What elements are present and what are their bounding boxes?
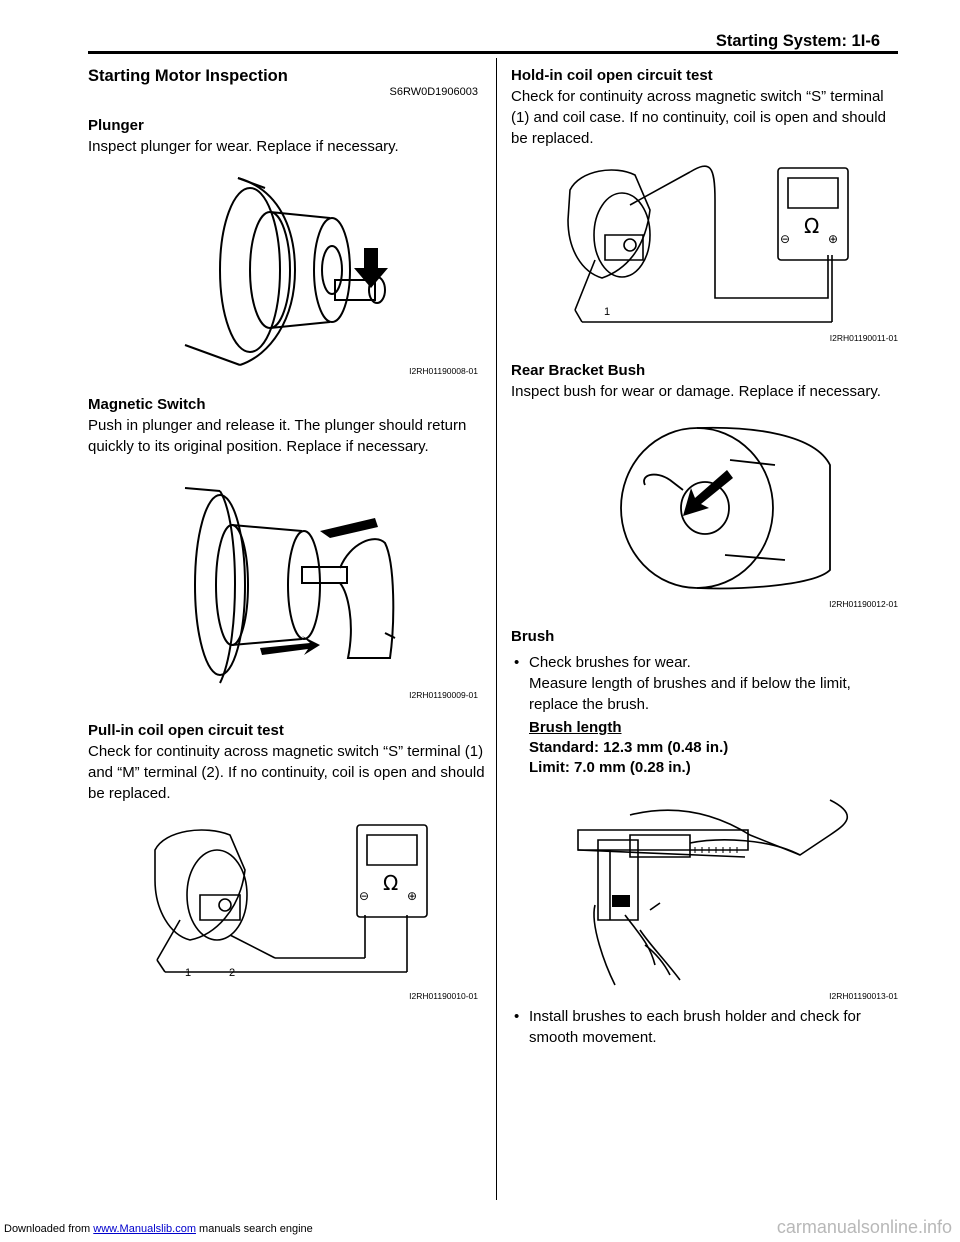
plunger-text: Inspect plunger for wear. Replace if nec… — [88, 138, 399, 155]
plunger-figure — [180, 170, 388, 370]
pull-in-plus-terminal: ⊕ — [407, 889, 417, 903]
brush-bullet-1-line2: Measure length of brushes and if below t… — [529, 675, 851, 713]
hold-in-heading: Hold-in coil open circuit test — [511, 67, 713, 84]
magnetic-switch-figure-caption: I2RH01190009-01 — [409, 690, 478, 700]
hold-in-text: Check for continuity across magnetic swi… — [511, 88, 886, 147]
pull-in-callout-1: 1 — [185, 967, 191, 979]
magnetic-switch-figure — [180, 483, 440, 688]
section-code: S6RW0D1906003 — [389, 86, 478, 98]
column-divider — [496, 58, 497, 1200]
brush-figure — [570, 795, 870, 995]
hold-in-minus-terminal: ⊖ — [780, 232, 790, 246]
pull-in-ohm-symbol: Ω — [383, 871, 398, 895]
page-header-title: Starting System: 1I-6 — [715, 32, 880, 50]
pull-in-text: Check for continuity across magnetic swi… — [88, 743, 485, 802]
footer-manualslib-link[interactable]: www.Manualslib.com — [93, 1223, 196, 1235]
rear-bracket-figure — [615, 420, 845, 595]
footer-suffix: manuals search engine — [195, 1223, 313, 1235]
plunger-heading: Plunger — [88, 117, 144, 134]
hold-in-callout-1: 1 — [604, 306, 610, 318]
brush-spec-title: Brush length — [529, 719, 622, 736]
brush-spec-limit: Limit: 7.0 mm (0.28 in.) — [529, 759, 691, 776]
brush-figure-caption: I2RH01190013-01 — [829, 991, 898, 1001]
hold-in-figure-caption: I2RH01190011-01 — [829, 333, 898, 343]
brush-bullet-2: Install brushes to each brush holder and… — [529, 1008, 861, 1046]
pull-in-figure-caption: I2RH01190010-01 — [409, 991, 478, 1001]
pull-in-callout-2: 2 — [229, 967, 235, 979]
bullet-mark-2: • — [514, 1008, 520, 1025]
brush-heading: Brush — [511, 628, 555, 645]
header-rule — [88, 51, 898, 54]
magnetic-switch-heading: Magnetic Switch — [88, 396, 206, 413]
footer-download-notice: Downloaded from www.Manualslib.com manua… — [4, 1223, 313, 1235]
magnetic-switch-text: Push in plunger and release it. The plun… — [88, 417, 467, 455]
rear-bracket-text: Inspect bush for wear or damage. Replace… — [511, 383, 881, 400]
footer-watermark: carmanualsonline.info — [776, 1217, 952, 1237]
pull-in-minus-terminal: ⊖ — [359, 889, 369, 903]
rear-bracket-figure-caption: I2RH01190012-01 — [829, 599, 898, 609]
bullet-mark-1: • — [514, 654, 520, 671]
section-title: Starting Motor Inspection — [88, 67, 288, 85]
footer-prefix: Downloaded from — [4, 1223, 94, 1235]
pull-in-heading: Pull-in coil open circuit test — [88, 722, 284, 739]
hold-in-plus-terminal: ⊕ — [828, 232, 838, 246]
pull-in-figure: 1 2 Ω ⊖ ⊕ — [145, 820, 445, 979]
brush-bullet-1-line1: Check brushes for wear. — [529, 654, 691, 671]
hold-in-figure: 1 Ω ⊖ ⊕ — [560, 160, 860, 335]
brush-spec-standard: Standard: 12.3 mm (0.48 in.) — [529, 739, 729, 756]
hold-in-ohm-symbol: Ω — [804, 214, 819, 238]
rear-bracket-heading: Rear Bracket Bush — [511, 362, 646, 379]
plunger-figure-caption: I2RH01190008-01 — [409, 366, 478, 376]
